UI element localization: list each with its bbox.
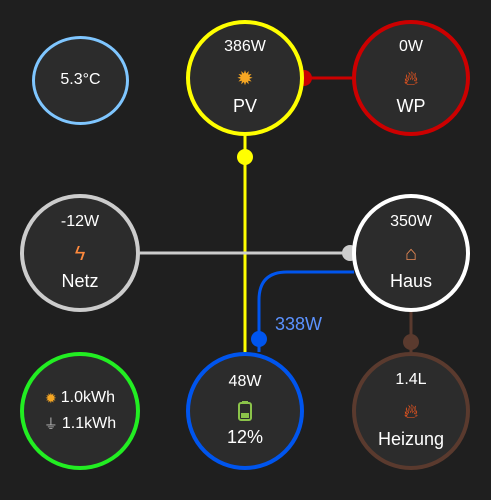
heatpump-label: WP [396, 96, 426, 116]
energy-consumed-row: ⏚ 1.1kWh [44, 415, 116, 433]
house-label: Haus [389, 271, 433, 291]
grid-node[interactable]: -12W ϟ Netz [20, 194, 140, 312]
battery-flow-dot [251, 331, 267, 347]
flame-icon: 🔥︎ [403, 68, 419, 90]
pv-flow-dot [237, 149, 253, 165]
battery-power: 48W [228, 373, 262, 390]
plug-icon: ⏚ [43, 416, 58, 432]
battery-icon [238, 401, 252, 421]
battery-house-line [257, 270, 354, 352]
pv-power: 386W [224, 38, 266, 55]
heating-node[interactable]: 1.4L 🔥︎ Heizung [352, 352, 470, 470]
battery-soc: 12% [226, 427, 264, 447]
heatpump-node[interactable]: 0W 🔥︎ WP [352, 20, 470, 136]
energy-consumed-value: 1.1kWh [61, 415, 117, 432]
grid-power: -12W [60, 213, 100, 230]
grid-label: Netz [61, 271, 99, 291]
house-icon: ⌂ [404, 243, 418, 265]
sun-icon: ✹ [236, 68, 254, 90]
heatpump-power: 0W [399, 38, 423, 55]
temperature-value: 5.3°C [60, 70, 101, 88]
battery-flow-value: 338W [275, 314, 323, 334]
heating-value: 1.4L [395, 371, 427, 388]
pv-label: PV [232, 96, 257, 116]
flame-icon: 🔥︎ [403, 401, 419, 423]
lightning-icon: ϟ [74, 243, 86, 265]
solar-icon: ✹ [45, 390, 57, 406]
temperature-node[interactable]: 5.3°C [32, 36, 129, 125]
house-node[interactable]: 350W ⌂ Haus [352, 194, 470, 312]
energy-produced-row: ✹ 1.0kWh [45, 389, 115, 407]
battery-node[interactable]: 48W 12% [186, 352, 304, 470]
heating-label: Heizung [377, 429, 445, 449]
pv-node[interactable]: 386W ✹ PV [186, 20, 304, 136]
energy-produced-value: 1.0kWh [60, 389, 115, 406]
energy-node[interactable]: ✹ 1.0kWh ⏚ 1.1kWh [20, 352, 140, 470]
house-power: 350W [390, 213, 432, 230]
heating-flow-dot [403, 334, 419, 350]
